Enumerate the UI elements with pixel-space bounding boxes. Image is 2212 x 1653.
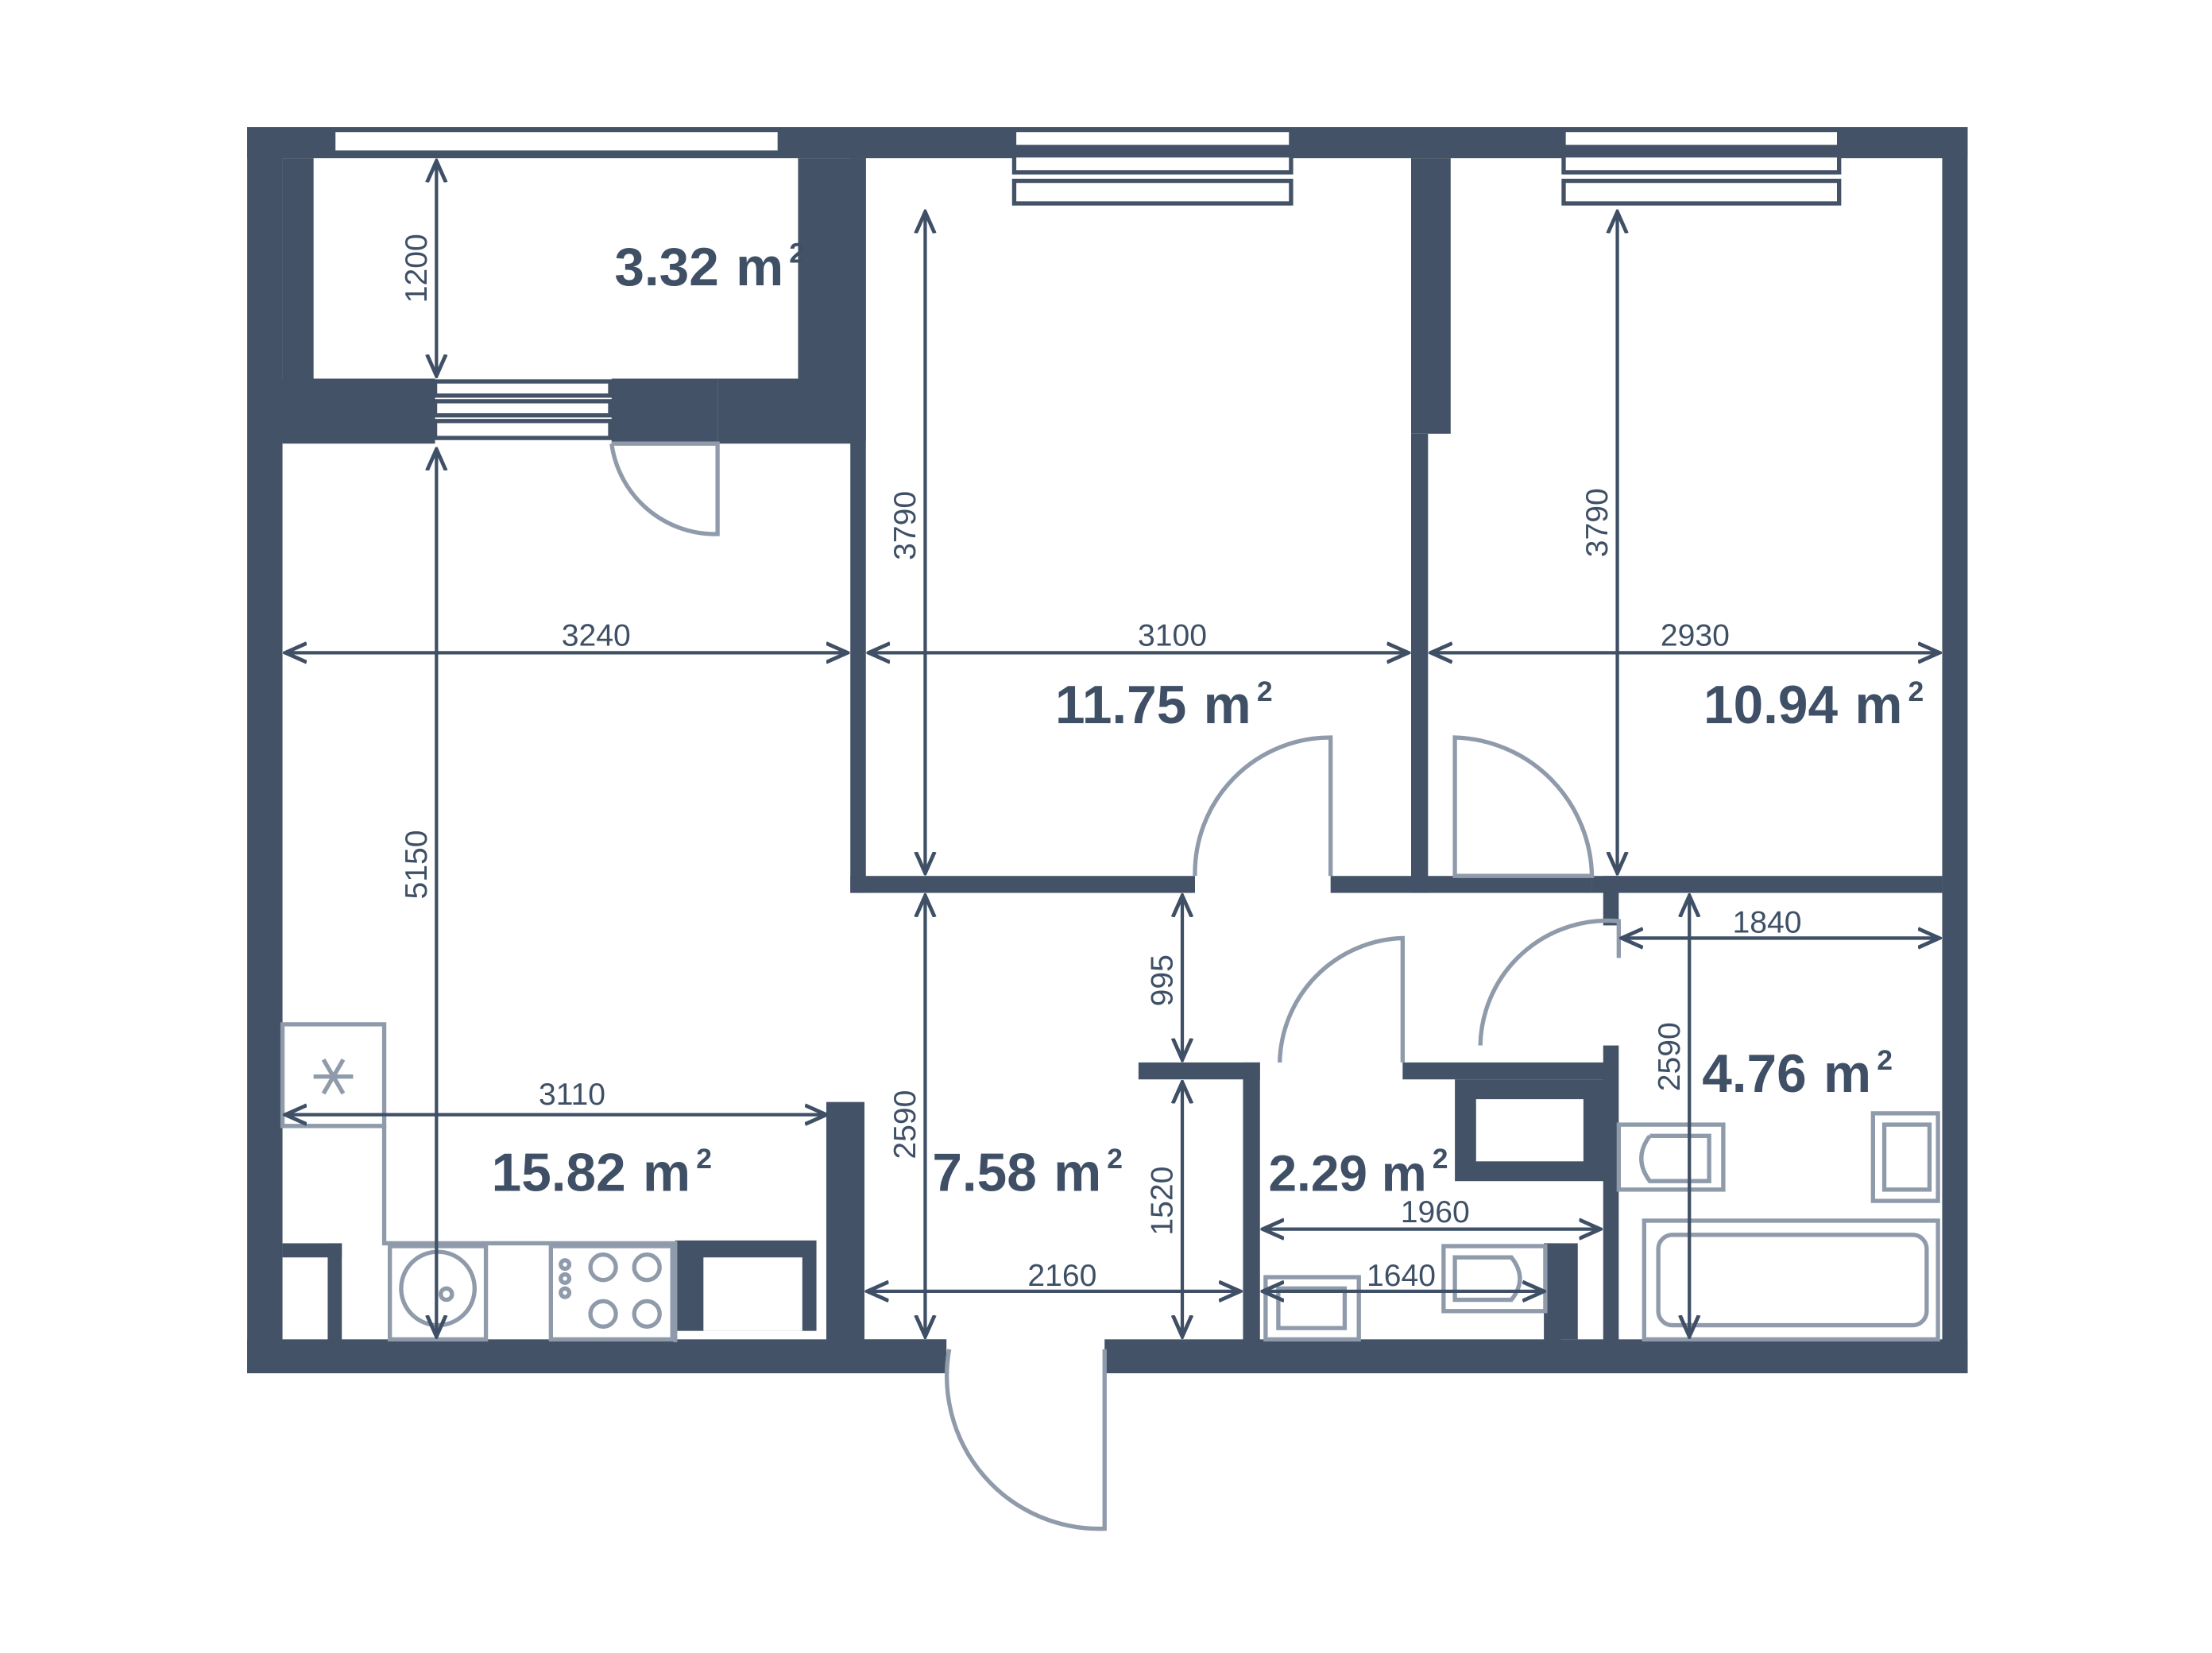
stove <box>548 1244 675 1341</box>
toilet-sink <box>1263 1275 1361 1341</box>
doors <box>609 441 1621 1531</box>
area-bedroom-1: 11.75 m 2 <box>1055 676 1273 735</box>
toilet-door <box>1278 935 1405 1063</box>
dim-bath-length: 2590 <box>1653 1022 1687 1091</box>
bath-door <box>1478 918 1621 1046</box>
dim-hall-width: 2160 <box>1027 1259 1096 1293</box>
dim-toilet-length: 1520 <box>1146 1167 1180 1236</box>
entry-door <box>944 1349 1107 1531</box>
dimension-lines <box>285 161 1939 1337</box>
area-toilet: 2.29 m 2 <box>1268 1143 1448 1202</box>
dim-bath-width: 1840 <box>1732 905 1801 939</box>
bedroom1-door <box>1193 735 1333 877</box>
dim-bedroom1-width: 3100 <box>1138 618 1207 652</box>
bedroom2-door <box>1452 735 1595 878</box>
balcony-door <box>609 441 720 536</box>
bath-fixtures <box>1616 1111 1940 1341</box>
dim-kitchen-length: 5150 <box>400 830 434 899</box>
area-bathroom: 4.76 m 2 <box>1702 1044 1893 1104</box>
windows <box>331 127 1842 440</box>
dim-bedroom2-length: 3790 <box>1580 488 1615 557</box>
dim-balcony-depth: 1200 <box>400 234 434 303</box>
toilet-bowl <box>1441 1244 1548 1314</box>
room-areas: 3.32 m 2 15.82 m 2 11.75 m 2 10.94 m 2 7… <box>492 238 1924 1203</box>
dim-kitchen-width: 3240 <box>562 618 631 652</box>
dim-corridor-depth: 995 <box>1146 954 1180 1006</box>
dim-toilet-width-inner: 1640 <box>1367 1259 1436 1293</box>
counter <box>282 1124 678 1342</box>
bath-sink <box>1870 1111 1940 1203</box>
area-balcony: 3.32 m 2 <box>614 238 805 297</box>
dim-bedroom2-width: 2930 <box>1661 618 1730 652</box>
dim-bedroom1-length: 3790 <box>888 491 922 560</box>
dim-hall-length: 2590 <box>888 1090 922 1159</box>
kitchen-fixtures <box>280 1022 678 1342</box>
dimension-labels: 1200 3240 5150 3110 3790 3100 3790 2930 … <box>400 234 1802 1293</box>
bath-toilet <box>1616 1122 1726 1192</box>
area-bedroom-2: 10.94 m 2 <box>1703 676 1924 735</box>
walls <box>247 127 1968 1376</box>
dim-toilet-width-outer: 1960 <box>1401 1195 1470 1229</box>
bathtub <box>1642 1218 1940 1341</box>
area-hall: 7.58 m 2 <box>932 1143 1123 1202</box>
area-kitchen-living: 15.82 m 2 <box>492 1143 712 1202</box>
snowflake-icon <box>313 1058 354 1095</box>
dim-kitchen-counter: 3110 <box>539 1078 605 1112</box>
